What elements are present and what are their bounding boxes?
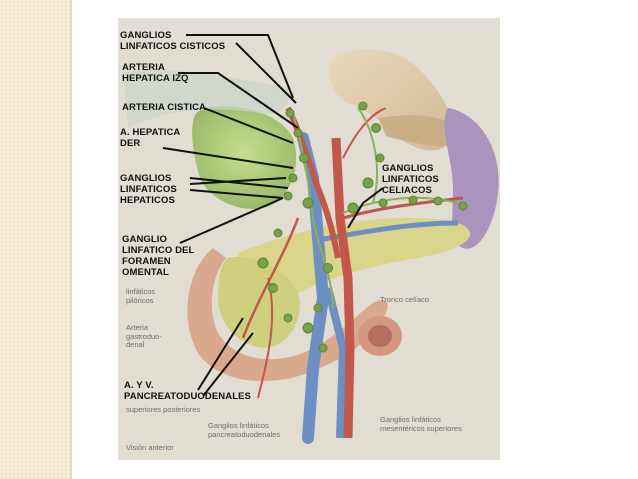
label-arteria-cistica: ARTERIA CISTICA: [122, 102, 207, 113]
label-ganglio-foramen-omental: GANGLIO LINFATICO DEL FORAMEN OMENTAL: [122, 234, 195, 278]
label-arteria-hepatica-izq: ARTERIA HEPATICA IZQ: [122, 62, 189, 84]
decorative-side-strip: [0, 0, 70, 479]
label-ganglios-celiacos: GANGLIOS LINFATICOS CELIACOS: [382, 163, 439, 196]
label-pointer-lines: [162, 34, 384, 397]
celiac-artery: [331, 137, 355, 439]
anatomy-illustration: [123, 34, 499, 444]
label-ganglios-hepaticos: GANGLIOS LINFATICOS HEPATICOS: [120, 173, 177, 206]
gastric-artery: [342, 107, 387, 159]
stomach-body-shape: [378, 115, 464, 147]
anatomy-photo: Tronco celíaco Ganglios linfáticos mesen…: [118, 18, 500, 460]
gastroduodenal-artery: [241, 217, 300, 339]
label-vista-anterior: Visión anterior: [126, 443, 174, 452]
spleen-shape: [444, 108, 499, 249]
lymph-node-chain: [257, 101, 468, 353]
duodenum-shape: [187, 248, 388, 382]
label-a-hepatica-der: A. HEPATICA DER: [120, 127, 181, 149]
label-ganglios-cisticos: GANGLIOS LINFATICOS CISTICOS: [120, 30, 226, 52]
gallbladder-shape: [192, 106, 297, 209]
liver-lobe-shape: [123, 69, 289, 128]
side-strip-border: [70, 0, 72, 479]
label-pancreatoduodenales: A. Y V. PANCREATODUODENALES: [124, 380, 251, 402]
label-arteria-gastroduodenal: Arteria gastroduo- denal: [126, 323, 162, 349]
label-ganglios-pancreato: Ganglios linfáticos pancreatoduodenales: [208, 421, 281, 439]
label-ganglios-mesentericos: Ganglios linfáticos mesentéricos superio…: [380, 415, 462, 433]
label-tronco-celiaco: Tronco celíaco: [380, 295, 429, 304]
label-superiores-posteriores: superiores posteriores: [126, 405, 201, 414]
pancreas-shape: [236, 218, 471, 302]
label-linfaticos-piloricos: linfáticos pilóricos: [126, 287, 156, 305]
